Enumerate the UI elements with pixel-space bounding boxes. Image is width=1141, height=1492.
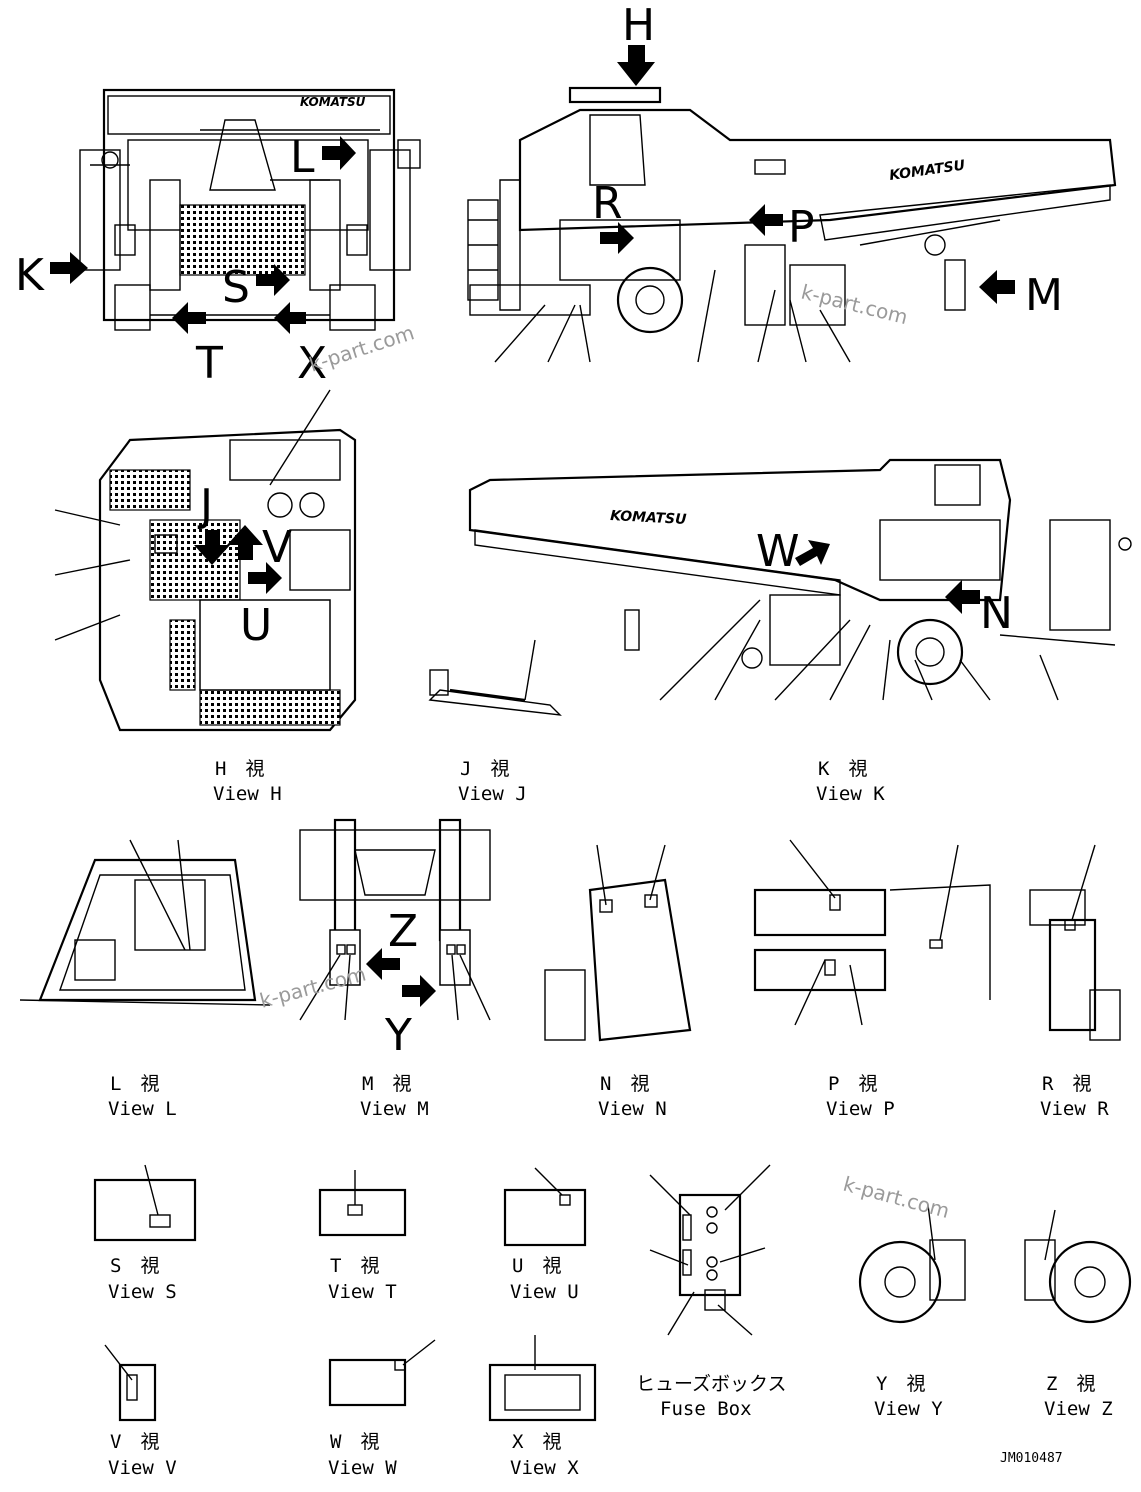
view-t-drawing [318,1170,407,1237]
caption-w-en: View W [328,1457,397,1479]
view-v-drawing [104,1344,157,1422]
view-u-drawing [503,1167,587,1247]
view-m-drawing [299,818,491,1021]
fuse-box-drawing [649,1164,771,1336]
letter-y: Y [384,1010,412,1061]
arrow-v [227,525,263,560]
view-j-drawing [428,639,562,716]
arrow-n [945,580,980,614]
view-letters: H K L S T X R P M J V U W N Z Y [15,0,1063,1061]
letter-h: H [622,0,655,51]
caption-r-jp: R 視 [1042,1073,1091,1095]
arrow-w [795,540,830,566]
letter-z: Z [388,906,418,957]
caption-p-jp: P 視 [828,1073,877,1095]
caption-k-en: View K [816,783,885,805]
caption-x-jp: X 視 [512,1431,561,1453]
arrow-z [366,948,400,980]
arrow-y [402,975,436,1007]
caption-r-en: View R [1040,1098,1109,1120]
caption-u-jp: U 視 [512,1255,561,1277]
arrow-u [248,562,282,594]
arrow-l [322,136,356,170]
caption-h-en: View H [213,783,282,805]
letter-s: S [222,262,250,313]
letter-r: R [592,178,623,229]
arrow-h [617,45,655,86]
caption-k-jp: K 視 [818,758,867,780]
drawing-number: JM010487 [1000,1451,1063,1466]
brand-logo-side-right: KOMATSU [610,508,688,528]
letter-k: K [15,250,45,301]
letter-p: P [788,202,815,253]
caption-v-jp: V 視 [110,1431,159,1453]
brand-logo-front: KOMATSU [300,95,366,109]
caption-fuse-box-jp: ヒューズボックス [636,1373,786,1395]
letter-m: M [1025,270,1063,321]
caption-y-en: View Y [874,1398,943,1420]
view-z-drawing [1024,1209,1132,1324]
arrow-s [256,264,290,296]
view-arrows [50,45,1015,1007]
caption-w-jp: W 視 [330,1431,379,1453]
caption-l-en: View L [108,1098,177,1120]
letter-v: V [262,522,292,573]
letter-j: J [197,480,213,531]
watermark-3: k-part.com [257,961,368,1012]
view-p-drawing [753,839,991,1026]
caption-p-en: View P [826,1098,895,1120]
caption-m-jp: M 視 [362,1073,411,1095]
caption-u-en: View U [510,1281,579,1303]
view-s-drawing [93,1164,197,1242]
watermark-2: k-part.com [799,280,910,330]
caption-z-en: View Z [1044,1398,1113,1420]
caption-s-en: View S [108,1281,177,1303]
arrow-k [50,252,88,284]
top-view-h-drawing [54,389,357,732]
view-l-drawing [19,839,271,1006]
right-side-view-k-drawing: KOMATSU [468,458,1132,701]
watermark-1: k-part.com [306,320,417,376]
letter-t: T [195,338,223,389]
view-r-drawing [1029,844,1121,1041]
caption-l-jp: L 視 [110,1073,159,1095]
letter-l: L [290,132,315,183]
view-n-drawing [544,844,692,1042]
view-x-drawing [488,1335,597,1422]
arrow-m [979,270,1015,304]
arrow-x [274,302,306,334]
arrow-r [600,222,634,254]
brand-logo-side: KOMATSU [888,157,966,184]
caption-fuse-box-en: Fuse Box [660,1398,752,1420]
caption-j-en: View J [458,783,527,805]
arrow-j [194,530,230,565]
caption-t-en: View T [328,1281,397,1303]
caption-z-jp: Z 視 [1046,1373,1095,1395]
caption-n-jp: N 視 [600,1073,649,1095]
arrow-t [172,302,206,334]
letter-n: N [980,588,1013,639]
caption-n-en: View N [598,1098,667,1120]
letter-x: X [297,338,327,389]
caption-y-jp: Y 視 [876,1373,925,1395]
caption-m-en: View M [360,1098,429,1120]
caption-x-en: View X [510,1457,579,1479]
view-w-drawing [328,1339,436,1407]
caption-t-jp: T 視 [330,1255,379,1277]
view-captions: H 視 View H J 視 View J K 視 View K L 視 Vie… [108,758,1113,1479]
watermark-4: k-part.com [841,1172,952,1223]
arrow-p [749,204,783,236]
caption-h-jp: H 視 [215,758,264,780]
front-view-drawing: KOMATSU [79,88,421,331]
letter-w: W [756,526,800,577]
caption-s-jp: S 視 [110,1255,159,1277]
caption-j-jp: J 視 [460,758,509,780]
view-y-drawing [858,1204,966,1324]
letter-u: U [240,600,272,651]
caption-v-en: View V [108,1457,177,1479]
